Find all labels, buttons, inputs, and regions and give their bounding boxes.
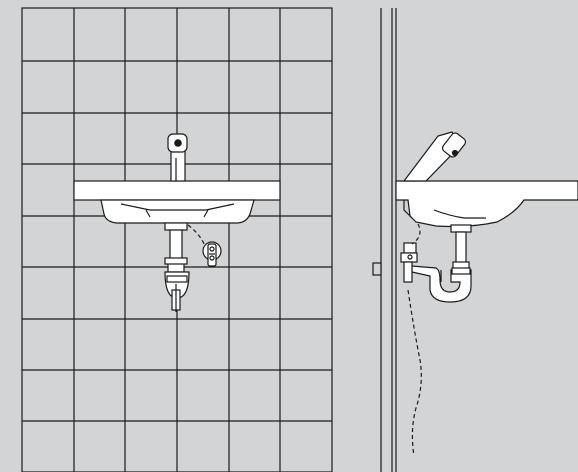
side-drain-hose bbox=[407, 289, 422, 457]
side-drain-trap bbox=[411, 224, 472, 303]
front-angle-valve bbox=[202, 241, 222, 267]
side-wall-section bbox=[372, 8, 397, 472]
front-washbasin bbox=[73, 180, 281, 224]
front-faucet bbox=[167, 133, 188, 182]
side-view bbox=[372, 8, 578, 472]
side-angle-valve bbox=[400, 242, 418, 283]
front-drain-trap bbox=[164, 222, 190, 312]
side-washbasin bbox=[395, 180, 578, 228]
side-connection-hose bbox=[411, 223, 421, 245]
side-faucet bbox=[402, 131, 467, 182]
front-connection-hose bbox=[187, 224, 206, 247]
front-view bbox=[21, 7, 333, 472]
